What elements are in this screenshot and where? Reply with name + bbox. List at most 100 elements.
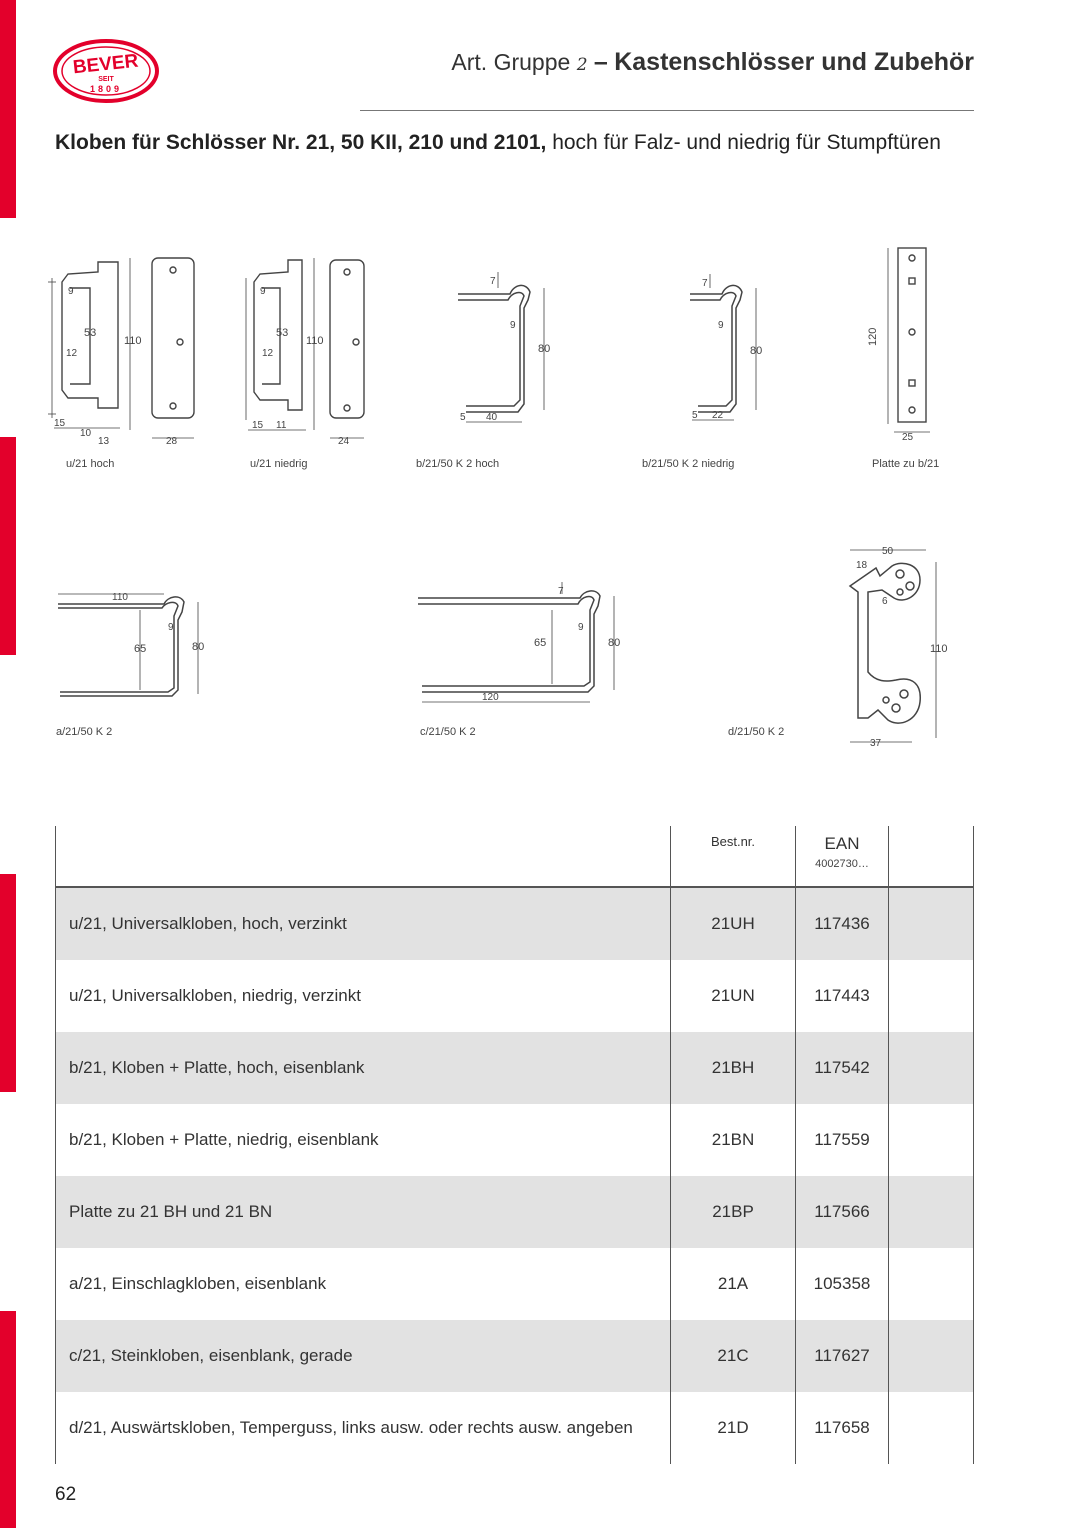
- row-best-nr: 21BH: [711, 1058, 755, 1077]
- dim-label: 9: [510, 320, 516, 331]
- row-ean: 117658: [814, 1418, 870, 1437]
- dim-label: 53: [276, 327, 288, 339]
- dim-label: 110: [112, 592, 128, 603]
- figure-caption: d/21/50 K 2: [728, 726, 785, 738]
- dim-label: 40: [486, 412, 498, 423]
- drawing-platte-b21: 120 25: [858, 244, 938, 444]
- dim-label: 110: [306, 335, 324, 347]
- group-prefix: Art. Gruppe: [451, 49, 571, 75]
- heading-normal: hoch für Falz- und niedrig für Stumpftür…: [546, 131, 941, 154]
- dim-label: 110: [124, 335, 142, 347]
- dim-label: 9: [168, 622, 174, 633]
- drawing-c21: 7 9 65 80 120: [412, 576, 632, 716]
- table-row: c/21, Steinkloben, eisenblank, gerade 21…: [55, 1320, 974, 1392]
- dim-label: 7: [558, 586, 564, 597]
- row-description: u/21, Universalkloben, hoch, verzinkt: [69, 914, 347, 933]
- dim-label: 65: [534, 637, 546, 649]
- side-tab: [0, 0, 16, 218]
- dim-label: 25: [902, 432, 914, 443]
- row-description: b/21, Kloben + Platte, hoch, eisenblank: [69, 1058, 365, 1077]
- row-best-nr: 21BP: [712, 1202, 754, 1221]
- row-best-nr: 21A: [717, 1274, 749, 1293]
- figure-caption: a/21/50 K 2: [56, 726, 113, 738]
- dim-label: 9: [718, 320, 724, 331]
- table-header: Best.nr. EAN 4002730…: [55, 826, 974, 888]
- dim-label: 9: [578, 622, 584, 633]
- column-rule: [670, 826, 671, 1464]
- dim-label: 50: [882, 546, 894, 557]
- column-rule: [55, 826, 56, 1464]
- drawing-d21: 50 18 6 110 37: [840, 542, 950, 752]
- dim-label: 18: [856, 560, 868, 571]
- dim-label: 80: [192, 641, 204, 653]
- row-description: Platte zu 21 BH und 21 BN: [69, 1202, 273, 1221]
- dim-label: 11: [276, 420, 287, 431]
- row-ean: 117566: [814, 1202, 870, 1221]
- dim-label: 5: [692, 410, 698, 421]
- page-number: 62: [55, 1484, 77, 1505]
- column-rule: [888, 826, 889, 1464]
- drawing-u21-niedrig: 9 53 12 110 15 11 24: [240, 248, 370, 448]
- logo-since: SEIT: [98, 76, 114, 83]
- figure-caption: c/21/50 K 2: [420, 726, 476, 738]
- table-row: d/21, Auswärtskloben, Temperguss, links …: [55, 1392, 974, 1464]
- heading-bold: Kloben für Schlösser Nr. 21, 50 KII, 210…: [55, 131, 547, 154]
- dim-label: 13: [98, 436, 110, 447]
- figure-caption: b/21/50 K 2 hoch: [416, 458, 500, 470]
- row-description: u/21, Universalkloben, niedrig, verzinkt: [69, 986, 361, 1005]
- dim-label: 7: [490, 276, 496, 287]
- dim-label: 22: [712, 410, 724, 421]
- figure-caption: u/21 hoch: [66, 458, 115, 470]
- dim-label: 12: [66, 348, 78, 359]
- row-description: a/21, Einschlagkloben, eisenblank: [69, 1274, 327, 1293]
- dim-label: 10: [80, 428, 92, 439]
- header-title: Kastenschlösser und Zubehör: [614, 48, 974, 76]
- section-heading: Kloben für Schlösser Nr. 21, 50 KII, 210…: [55, 130, 955, 156]
- header-rule: [360, 110, 974, 111]
- table-row: Platte zu 21 BH und 21 BN 21BP 117566: [55, 1176, 974, 1248]
- dim-label: 120: [867, 328, 879, 346]
- drawing-b21-hoch: 7 9 80 5 40: [440, 264, 570, 434]
- table-row: a/21, Einschlagkloben, eisenblank 21A 10…: [55, 1248, 974, 1320]
- table-row: u/21, Universalkloben, niedrig, verzinkt…: [55, 960, 974, 1032]
- row-best-nr: 21UH: [711, 914, 755, 933]
- row-best-nr: 21D: [717, 1418, 749, 1437]
- table-row: b/21, Kloben + Platte, niedrig, eisenbla…: [55, 1104, 974, 1176]
- row-best-nr: 21UN: [711, 986, 755, 1005]
- row-description: d/21, Auswärtskloben, Temperguss, links …: [69, 1418, 633, 1437]
- header-dash: –: [593, 48, 608, 76]
- dim-label: 65: [134, 643, 146, 655]
- row-ean: 117559: [814, 1130, 870, 1149]
- figure-caption: b/21/50 K 2 niedrig: [642, 458, 735, 470]
- figure-caption: u/21 niedrig: [250, 458, 308, 470]
- column-rule: [973, 826, 974, 1464]
- drawing-b21-niedrig: 7 9 80 5 22: [672, 264, 782, 434]
- dim-label: 37: [870, 738, 882, 749]
- product-table: Best.nr. EAN 4002730… u/21, Universalklo…: [55, 826, 974, 1464]
- row-ean: 117627: [814, 1346, 870, 1365]
- side-tab: [0, 1311, 16, 1528]
- dim-label: 120: [482, 692, 499, 703]
- dim-label: 15: [54, 418, 66, 429]
- row-ean: 117436: [814, 914, 870, 933]
- dim-label: 9: [68, 286, 74, 297]
- table-row: b/21, Kloben + Platte, hoch, eisenblank …: [55, 1032, 974, 1104]
- row-ean: 117443: [814, 986, 870, 1005]
- dim-label: 53: [84, 327, 96, 339]
- dim-label: 7: [702, 278, 708, 289]
- dim-label: 80: [750, 345, 762, 357]
- row-best-nr: 21BN: [711, 1130, 755, 1149]
- row-ean: 105358: [813, 1274, 871, 1293]
- dim-label: 80: [608, 637, 620, 649]
- col-header-ean-prefix: 4002730…: [815, 858, 869, 870]
- bever-logo: BEVER SEIT 1809: [52, 38, 160, 104]
- logo-year: 1809: [90, 84, 122, 94]
- row-best-nr: 21C: [717, 1346, 749, 1365]
- column-rule: [795, 826, 796, 1464]
- figure-caption: Platte zu b/21: [872, 458, 940, 470]
- dim-label: 9: [260, 286, 266, 297]
- side-tab: [0, 437, 16, 655]
- dim-label: 6: [882, 596, 888, 607]
- col-header-ean: EAN: [824, 834, 860, 853]
- drawing-a21: 110 9 65 80: [52, 586, 212, 706]
